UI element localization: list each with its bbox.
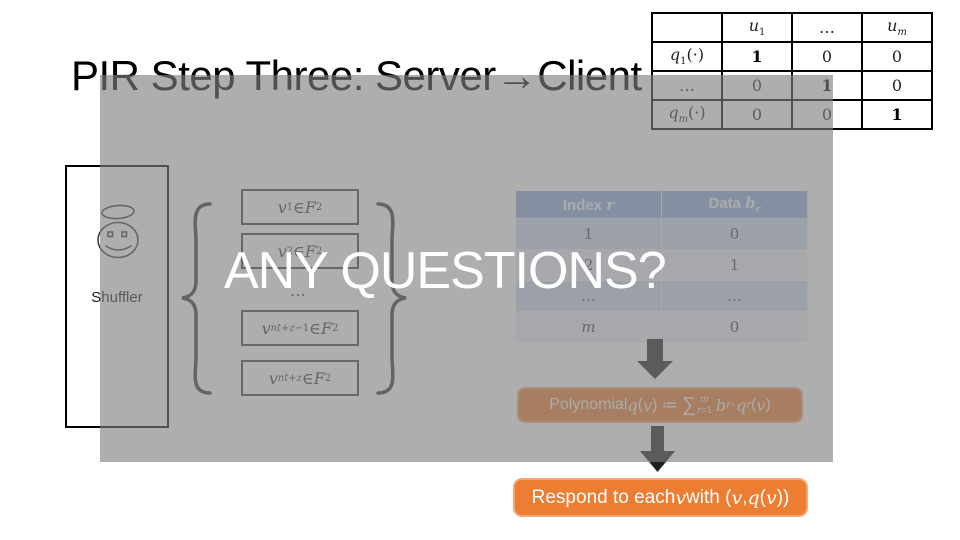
- table-cell: [651, 12, 723, 43]
- table-cell: 0: [861, 70, 933, 101]
- table-cell: 0: [791, 41, 863, 72]
- table-cell: …: [791, 12, 863, 43]
- row-label: q1(·): [651, 41, 723, 72]
- any-questions-text: ANY QUESTIONS?: [224, 242, 667, 300]
- table-cell: um: [861, 12, 933, 43]
- table-cell: u1: [721, 12, 793, 43]
- table-row: q1(·) 1 0 0: [651, 41, 933, 72]
- gray-overlay: [100, 75, 833, 462]
- table-cell: 1: [721, 41, 793, 72]
- table-cell: 1: [861, 99, 933, 130]
- respond-bar: Respond to each v with (v, q(v)): [513, 478, 808, 517]
- table-row: u1 … um: [651, 12, 933, 43]
- table-cell: 0: [861, 41, 933, 72]
